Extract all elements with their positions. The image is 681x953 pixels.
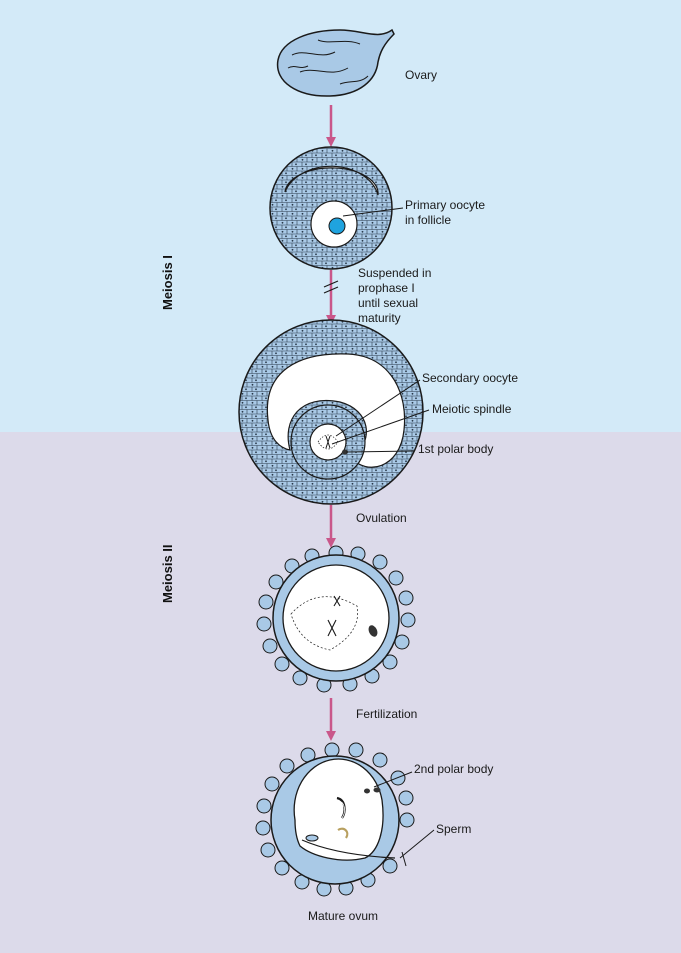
- sperm-label: Sperm: [436, 822, 472, 836]
- mature-ovum-shape: [255, 742, 415, 897]
- ovulation-label: Ovulation: [356, 511, 407, 525]
- primary-follicle: [269, 146, 393, 270]
- meiosis-2-label: Meiosis II: [160, 544, 175, 603]
- fertilization-label: Fertilization: [356, 707, 418, 721]
- first-polar-body-shape: [342, 449, 348, 455]
- suspended-label: Suspended in prophase I until sexual mat…: [358, 266, 432, 325]
- ovary-label: Ovary: [405, 68, 438, 82]
- primary-oocyte-nucleus: [328, 217, 346, 235]
- secondary-oocyte-label: Secondary oocyte: [422, 371, 519, 385]
- primary-oocyte-label: Primary oocyte in follicle: [405, 198, 486, 227]
- secondary-follicle: [238, 319, 424, 505]
- first-polar-body-label: 1st polar body: [418, 442, 494, 456]
- meiotic-spindle-label: Meiotic spindle: [432, 402, 512, 416]
- leader-lines: [331, 207, 435, 867]
- second-polar-body-label: 2nd polar body: [414, 762, 494, 776]
- mature-ovum-label: Mature ovum: [308, 909, 379, 923]
- meiosis-1-label: Meiosis I: [160, 255, 175, 310]
- sperm-shape: [301, 839, 396, 859]
- ovary-shape: [276, 28, 395, 97]
- ovulated-oocyte: [256, 545, 416, 693]
- arrow-suspended: [323, 270, 339, 325]
